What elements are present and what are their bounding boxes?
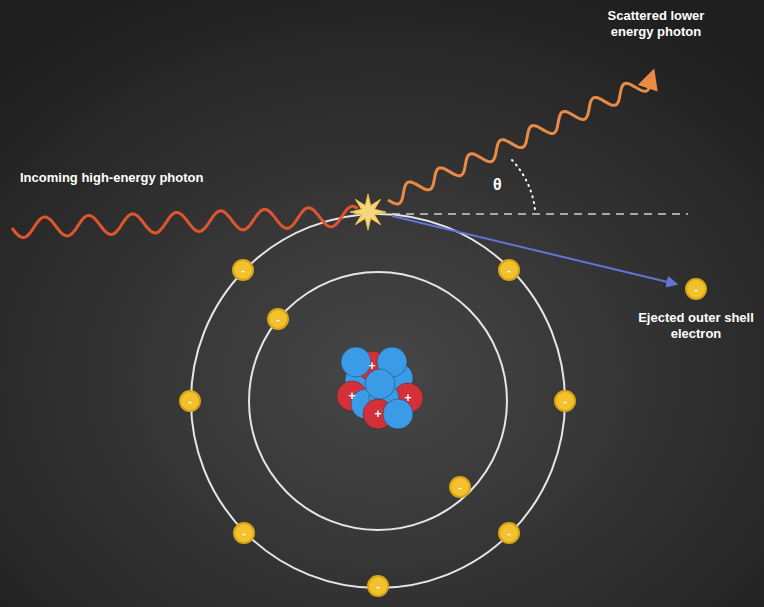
charge-sign: + xyxy=(370,406,386,422)
charge-sign: - xyxy=(500,524,518,542)
electron-path xyxy=(392,216,676,284)
charge-sign: - xyxy=(234,261,252,279)
proton: + xyxy=(400,390,416,406)
electron: - xyxy=(267,308,289,330)
charge-sign: + xyxy=(400,390,416,406)
proton: + xyxy=(344,388,360,404)
charge-sign: - xyxy=(181,392,199,410)
electron: - xyxy=(554,390,576,412)
electron: - xyxy=(498,522,520,544)
charge-sign: - xyxy=(687,280,705,298)
electron: - xyxy=(232,259,254,281)
collision-star xyxy=(350,194,386,230)
scattered-photon-wave xyxy=(388,72,653,204)
electron: - xyxy=(498,259,520,281)
proton: + xyxy=(370,406,386,422)
charge-sign: + xyxy=(364,358,380,374)
photon-label: Scattered lower energy photon xyxy=(592,8,720,40)
outer-shell xyxy=(191,214,565,588)
nucleus xyxy=(337,347,423,429)
proton: + xyxy=(364,358,380,374)
angle-arc xyxy=(512,160,535,210)
charge-sign: - xyxy=(500,261,518,279)
electron: - xyxy=(179,390,201,412)
charge-sign: - xyxy=(269,310,287,328)
incoming-photon-wave xyxy=(12,206,358,237)
photon-label: Incoming high-energy photon xyxy=(20,170,280,186)
charge-sign: - xyxy=(451,478,469,496)
electron: - xyxy=(449,476,471,498)
charge-sign: - xyxy=(556,392,574,410)
angle-symbol: θ xyxy=(493,177,513,193)
nucleon xyxy=(341,347,371,377)
electron-label: Ejected outer shell electron xyxy=(632,310,760,342)
electron: - xyxy=(367,575,389,597)
electron: -Ejected outer shell electron xyxy=(685,278,707,300)
reference-line xyxy=(392,213,688,215)
electron: - xyxy=(233,522,255,544)
charge-sign: + xyxy=(344,388,360,404)
charge-sign: - xyxy=(369,577,387,595)
nucleon xyxy=(365,369,395,399)
inner-shell xyxy=(249,272,507,530)
charge-sign: - xyxy=(235,524,253,542)
